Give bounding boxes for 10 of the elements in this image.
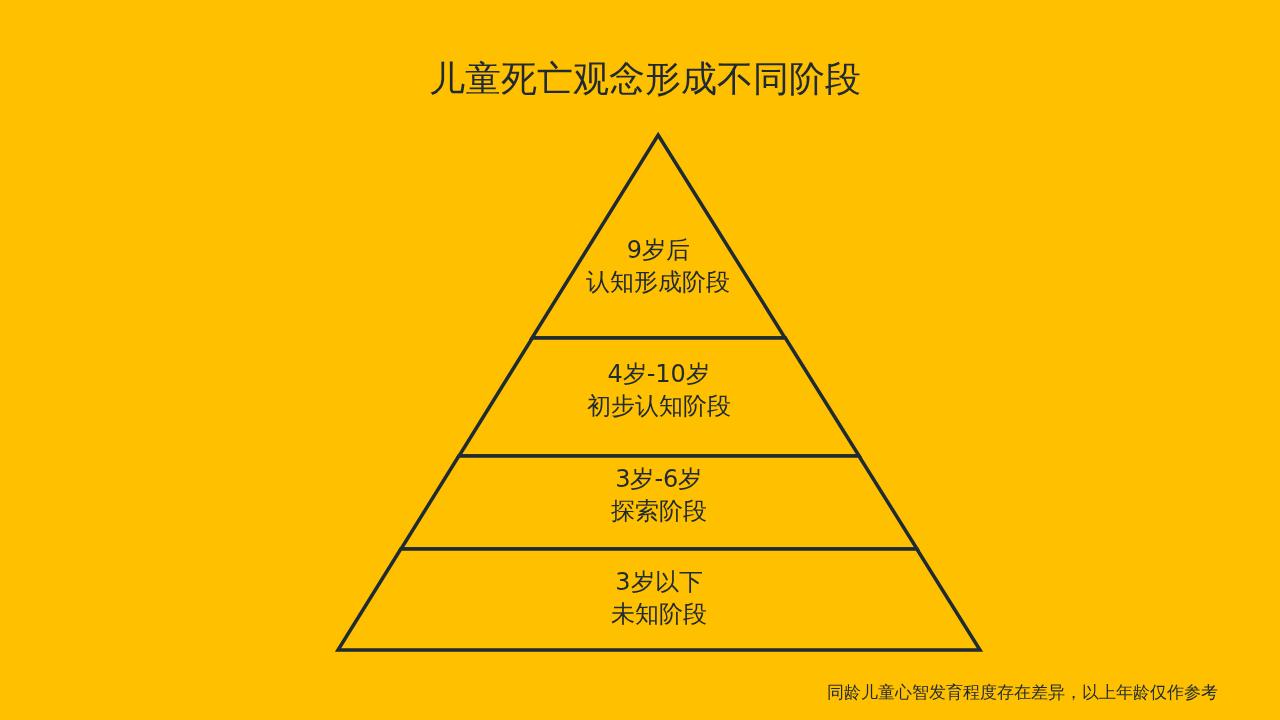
age-range-label: 4岁-10岁 xyxy=(607,359,710,390)
age-range-label: 9岁后 xyxy=(626,235,690,266)
stage-name-label: 认知形成阶段 xyxy=(586,267,731,298)
age-range-label: 3岁-6岁 xyxy=(615,464,703,495)
title-text: 儿童死亡观念形成不同阶段 xyxy=(428,57,862,101)
stage-name-label: 未知阶段 xyxy=(611,599,707,630)
stage-name-label: 初步认知阶段 xyxy=(586,391,731,422)
age-range-label: 3岁以下 xyxy=(615,567,703,598)
footnote-text: 同龄儿童心智发育程度存在差异，以上年龄仅作参考 xyxy=(827,681,1218,704)
stage-name-label: 探索阶段 xyxy=(610,496,707,527)
